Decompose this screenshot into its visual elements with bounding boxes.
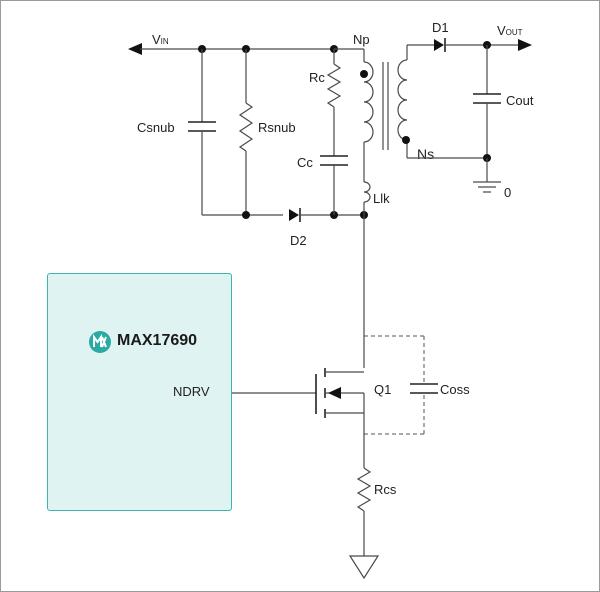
ground-zero-label: 0 <box>504 185 511 200</box>
q1-label: Q1 <box>374 382 391 397</box>
ground-icon <box>348 555 380 580</box>
vout-label: VOUT <box>497 23 523 38</box>
rsnub-label: Rsnub <box>258 120 296 135</box>
rc-resistor <box>326 63 342 108</box>
rcs-resistor <box>356 467 372 512</box>
d2-label: D2 <box>290 233 307 248</box>
d1-label: D1 <box>432 20 449 35</box>
q1-body-arrow-icon <box>328 387 341 399</box>
llk-label: Llk <box>373 191 390 206</box>
np-polarity-dot <box>360 70 368 78</box>
primary-winding <box>363 61 374 143</box>
cc-label: Cc <box>297 155 313 170</box>
maxim-logo-icon <box>89 331 111 353</box>
vin-arrow-icon <box>128 43 142 55</box>
llk-inductor <box>363 181 371 203</box>
ns-label: Ns <box>417 146 434 162</box>
node-dot <box>242 211 250 219</box>
d2-diode <box>289 209 299 221</box>
vout-arrow-icon <box>518 39 532 51</box>
ic-part-number: MAX17690 <box>117 332 198 349</box>
rc-label: Rc <box>309 70 325 85</box>
vin-label: VIN <box>152 32 169 47</box>
rsnub-resistor <box>238 102 254 152</box>
ic-block <box>47 273 232 511</box>
rcs-label: Rcs <box>374 482 397 497</box>
ns-polarity-dot <box>402 136 410 144</box>
csnub-label: Csnub <box>137 120 175 135</box>
cout-label: Cout <box>506 93 534 108</box>
coss-label: Coss <box>440 382 470 397</box>
d1-diode <box>434 39 444 51</box>
ic-pin-ndrv: NDRV <box>173 384 210 399</box>
np-label: Np <box>353 32 370 47</box>
secondary-winding <box>397 59 408 141</box>
